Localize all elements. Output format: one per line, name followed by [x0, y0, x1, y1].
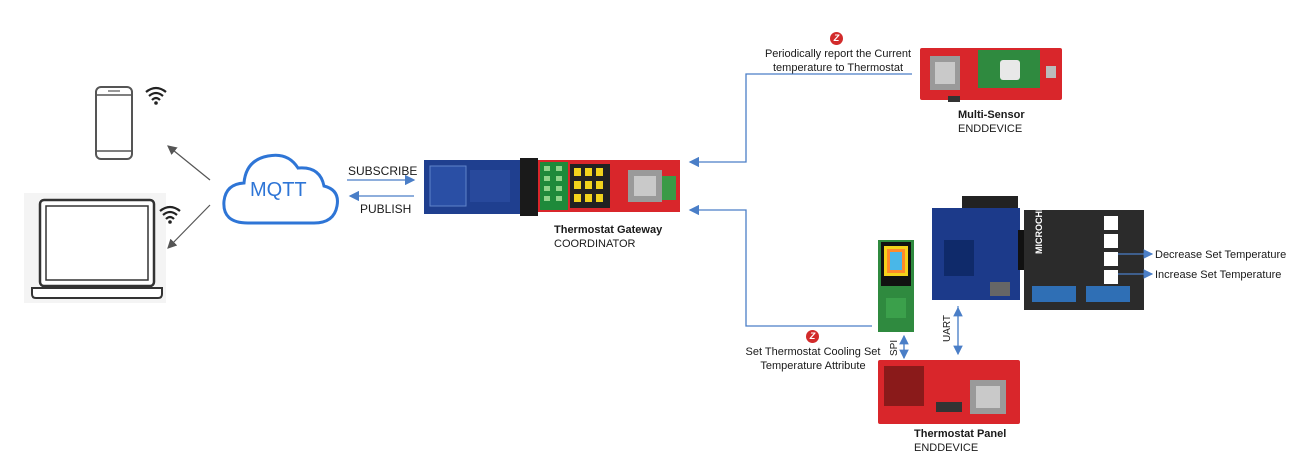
zigbee-icon: [806, 330, 819, 343]
multisensor-report-line2: temperature to Thermostat: [772, 62, 904, 74]
multisensor-board: [920, 48, 1062, 102]
panel-setpoint-line2: Temperature Attribute: [760, 360, 866, 372]
multisensor-name: Multi-Sensor: [958, 109, 1025, 121]
decrease-label: Decrease Set Temperature: [1155, 249, 1287, 261]
gateway-name: Thermostat Gateway: [554, 224, 663, 236]
smartphone-icon: [95, 86, 133, 160]
multisensor-role: ENDDEVICE: [958, 123, 1023, 135]
increase-label: Increase Set Temperature: [1155, 269, 1282, 281]
display-board: [878, 240, 914, 332]
cloud-icon: [222, 153, 339, 225]
panel-setpoint-line1: Set Thermostat Cooling Set: [745, 346, 881, 358]
avr-board: [932, 196, 1036, 300]
spi-label: SPI: [889, 339, 900, 356]
zigbee-icon: [830, 32, 843, 45]
laptop-icon: [24, 193, 166, 303]
wifi-icon: [159, 205, 181, 224]
board-logo: MICROCHIP: [1034, 202, 1044, 255]
panel-role: ENDDEVICE: [914, 442, 979, 454]
multisensor-report-line1: Periodically report the Current: [764, 48, 912, 60]
gateway-board: [424, 158, 680, 216]
panel-base-board: [878, 360, 1020, 424]
panel-name: Thermostat Panel: [914, 428, 1007, 440]
publish-label: PUBLISH: [360, 202, 412, 216]
uart-label: UART: [942, 314, 953, 342]
gateway-role: COORDINATOR: [554, 238, 636, 250]
touch-panel: [1024, 210, 1144, 310]
subscribe-label: SUBSCRIBE: [348, 164, 418, 178]
cloud-label: MQTT: [250, 179, 307, 201]
wifi-icon: [145, 86, 167, 105]
